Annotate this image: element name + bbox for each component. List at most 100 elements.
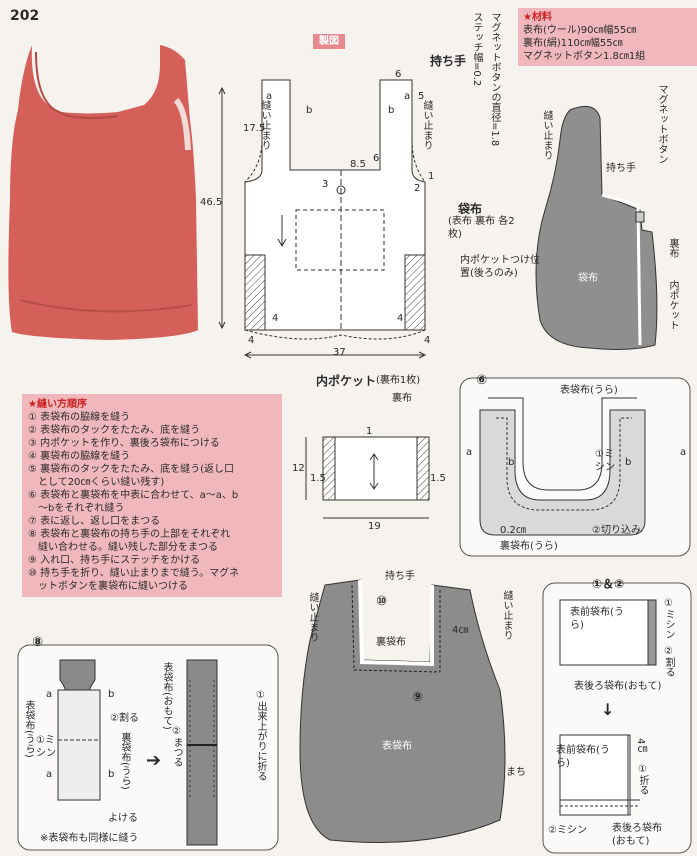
step12-front-ura2: 表前袋布(うら)	[556, 745, 610, 769]
step8-outer-front: 表袋布(おもて)	[161, 662, 172, 730]
step8-split: ②割る	[110, 713, 139, 724]
step8-letter: a	[46, 689, 53, 700]
step6-diagram	[479, 397, 646, 536]
red-bag-photo	[8, 45, 199, 340]
letter-b: b	[306, 105, 313, 116]
finished-lining: 裏布	[667, 238, 678, 258]
step8-sew: ①ミシン	[36, 735, 56, 759]
dim-2: 2	[414, 183, 421, 194]
step6-letter: b	[625, 457, 632, 468]
finished-handle: 持ち手	[606, 163, 636, 174]
step12-sew: ①ミシン	[663, 598, 674, 639]
step9-lining: 裏袋布	[376, 637, 406, 648]
step12-arrow-icon: ↓	[601, 700, 615, 719]
step-item: として20㎝くらい縫い残す)	[28, 477, 165, 488]
dim-5: 5	[418, 91, 425, 102]
step6-lining: 裏袋布(うら)	[500, 541, 558, 552]
pocket-dim-19: 19	[368, 521, 381, 532]
step6-letter: a	[680, 447, 687, 458]
sew-stop-left: 縫い止まり	[259, 100, 270, 150]
dim-8-5: 8.5	[350, 159, 366, 170]
pocket-dim-1-5: 1.5	[430, 473, 446, 484]
materials-panel: ★材料 表布(ウール)90㎝幅55㎝ 裏布(絹)110㎝幅55㎝ マグネットボタ…	[518, 8, 697, 66]
materials-title: ★材料	[523, 12, 552, 23]
dim-4: 4	[272, 313, 279, 324]
handle-label: 持ち手	[430, 54, 467, 68]
step-item: ⑩ 持ち手を折り、縫い止まりまで縫う。マグネ	[28, 568, 240, 579]
dim-3: 3	[322, 179, 329, 190]
step12-back-omote2: 表後ろ袋布(おもて)	[612, 823, 662, 847]
dim-46-5: 46.5	[200, 197, 223, 208]
step9-outer: 表袋布	[382, 741, 412, 752]
seizu-label: 製図	[313, 34, 345, 49]
letter-b: b	[388, 105, 395, 116]
step-item: ⑥ 表袋布と裏袋布を中表に合わせて、a～a、b	[28, 490, 239, 501]
stitch-width-note: ステッチ幅=0.2	[471, 12, 482, 87]
pocket-dim-1: 1	[366, 426, 373, 437]
dim-37: 37	[333, 347, 346, 358]
step9-blind: まち	[506, 767, 526, 778]
step6-box	[459, 377, 691, 557]
step12-split: ②割る	[663, 646, 674, 677]
step8-number: ⑧	[32, 635, 44, 650]
sew-stop-right: 縫い止まり	[421, 100, 432, 150]
pocket-lining: 裏布	[392, 393, 412, 404]
step12-number: ①＆②	[592, 577, 625, 591]
dim-1: 1	[428, 171, 435, 182]
step8-whip: ②まつる	[171, 726, 182, 767]
step6-outer: 表袋布(うら)	[560, 385, 618, 396]
sewing-steps-panel: ★縫い方順序 ① 表袋布の脇線を縫う ② 表袋布のタックをたたみ、底を縫う ③ …	[22, 394, 282, 597]
materials-line: 表布(ウール)90㎝幅55㎝	[523, 25, 637, 36]
step6-0-2: 0.2㎝	[500, 525, 526, 536]
step-item: ットボタンを裏袋布に縫いつける	[28, 581, 188, 592]
step9-bag	[299, 579, 506, 843]
step-item: ～bをそれぞれ縫う	[28, 503, 125, 514]
step9-number: ⑨	[412, 690, 424, 705]
letter-a: a	[266, 91, 273, 102]
step8-letter: a	[46, 769, 53, 780]
step-item: ⑤ 裏袋布のタックをたたみ、底を縫う(返し口	[28, 464, 235, 475]
step-item: 縫い合わせる。縫い残した部分をまつる	[28, 542, 218, 553]
step12-sew2: ②ミシン	[548, 825, 587, 836]
pocket-dim-1-5: 1.5	[310, 473, 326, 484]
dim-17-5: 17.5	[243, 123, 266, 134]
finished-inner-pocket: 内ポケット	[667, 280, 678, 330]
step8-arrow-icon: ➔	[146, 750, 162, 771]
dim-4: 4	[397, 313, 404, 324]
step-item: ⑨ 入れ口、持ち手にステッチをかける	[28, 555, 201, 566]
pocket-sub: (裏布1枚)	[376, 375, 421, 386]
pocket-title: 内ポケット	[316, 374, 377, 388]
body-label: 袋布	[458, 202, 483, 216]
dim-4: 4	[424, 335, 431, 346]
step6-sew: ①ミシン	[595, 449, 615, 473]
step6-letter: b	[508, 457, 515, 468]
magnet-diameter-note: マグネットボタンの直径=1.8	[489, 12, 500, 147]
step8-avoid: よける	[108, 813, 138, 824]
dim-4: 4	[248, 335, 255, 346]
step6-letter: a	[466, 447, 473, 458]
step-item: ④ 裏袋布の脇線を縫う	[28, 451, 131, 462]
step8-outer: 表袋布(うら)	[23, 700, 34, 758]
step-item: ② 表袋布のタックをたたみ、底を縫う	[28, 425, 201, 436]
step-item: ⑧ 表袋布と裏袋布の持ち手の上部をそれぞれ	[28, 529, 231, 540]
finished-sew-stop: 縫い止まり	[541, 110, 552, 160]
step9-handle: 持ち手	[385, 571, 415, 582]
step-item: ① 表袋布の脇線を縫う	[28, 412, 131, 423]
pocket-position-label: 内ポケットつけ位置(後ろのみ)	[460, 255, 540, 279]
step-item: ⑦ 表に返し、返し口をまつる	[28, 516, 161, 527]
dim-6: 6	[395, 69, 402, 80]
step12-d4: 4㎝	[635, 738, 646, 755]
page-number: 202	[10, 8, 40, 24]
finished-magnet: マグネットボタン	[656, 84, 667, 164]
step9-d4: 4㎝	[452, 625, 469, 636]
step8-letter: b	[108, 769, 115, 780]
finished-body: 袋布	[578, 273, 598, 284]
step-item: ③ 内ポケットを作り、裏後ろ袋布につける	[28, 438, 220, 449]
materials-line: 裏布(絹)110㎝幅55㎝	[523, 38, 623, 49]
step8-letter: b	[108, 689, 115, 700]
step12-front-ura: 表前袋布(うら)	[570, 607, 624, 631]
pocket-dim-12: 12	[292, 463, 305, 474]
step8-box	[17, 644, 279, 851]
step8-note: ※表袋布も同様に縫う	[40, 833, 139, 844]
materials-line: マグネットボタン1.8㎝1組	[523, 51, 646, 62]
